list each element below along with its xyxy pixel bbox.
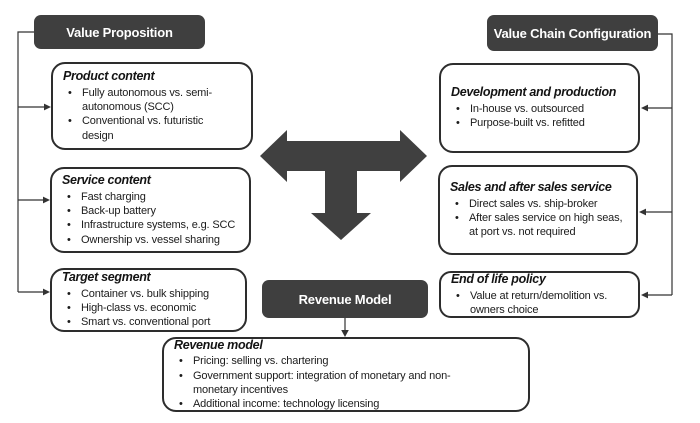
end-of-life-policy-title: End of life policy (451, 271, 546, 286)
revenue-model-title: Revenue model (174, 337, 263, 352)
bullet-item: Conventional vs. futuristic design (63, 114, 243, 143)
bullet-item: Infrastructure systems, e.g. SCC (62, 218, 241, 233)
revenue-model-header: Revenue Model (262, 280, 428, 318)
end-of-life-policy-bullets: Value at return/demolition vs. owners ch… (451, 289, 630, 318)
product-content-bullets: Fully autonomous vs. semi- autonomous (S… (63, 86, 243, 143)
service-content-title: Service content (62, 173, 151, 188)
revenue-model-box: Revenue model Pricing: selling vs. chart… (162, 337, 530, 412)
development-production-title: Development and production (451, 85, 617, 100)
development-production-box: Development and production In-house vs. … (439, 63, 640, 153)
sales-after-sales-box: Sales and after sales service Direct sal… (438, 165, 638, 255)
end-of-life-policy-box: End of life policy Value at return/demol… (439, 271, 640, 318)
right-connector-lines (646, 33, 673, 296)
development-production-bullets: In-house vs. outsourced Purpose-built vs… (451, 102, 630, 131)
bullet-item: Container vs. bulk shipping (62, 287, 237, 302)
bullet-item: Value at return/demolition vs. owners ch… (451, 289, 630, 318)
bullet-item: Fully autonomous vs. semi- autonomous (S… (63, 86, 243, 115)
right-connector-arrowheads (639, 104, 648, 299)
service-content-bullets: Fast charging Back-up battery Infrastruc… (62, 190, 241, 247)
bullet-item: Purpose-built vs. refitted (451, 116, 630, 131)
left-connector-lines (17, 31, 44, 293)
sales-after-sales-bullets: Direct sales vs. ship-broker After sales… (450, 197, 628, 240)
value-proposition-header: Value Proposition (34, 15, 205, 49)
value-chain-configuration-header: Value Chain Configuration (487, 15, 658, 51)
bullet-item: Government support: integration of monet… (174, 369, 520, 398)
target-segment-title: Target segment (62, 270, 151, 285)
target-segment-box: Target segment Container vs. bulk shippi… (50, 268, 247, 332)
value-proposition-header-label: Value Proposition (66, 24, 173, 40)
bullet-item: Back-up battery (62, 204, 241, 219)
bullet-item: Pricing: selling vs. chartering (174, 354, 520, 369)
revenue-model-header-label: Revenue Model (298, 291, 392, 307)
bullet-item: Smart vs. conventional port (62, 315, 237, 330)
bullet-item: After sales service on high seas, at por… (450, 211, 628, 240)
service-content-box: Service content Fast charging Back-up ba… (50, 167, 251, 253)
bullet-item: In-house vs. outsourced (451, 102, 630, 117)
bullet-item: Additional income: technology licensing (174, 397, 520, 412)
sales-after-sales-title: Sales and after sales service (450, 180, 612, 195)
target-segment-bullets: Container vs. bulk shipping High-class v… (62, 287, 237, 330)
product-content-box: Product content Fully autonomous vs. sem… (51, 62, 253, 150)
product-content-title: Product content (63, 69, 155, 84)
left-connector-arrowheads (43, 103, 51, 296)
revenue-model-arrow (341, 318, 349, 337)
three-way-arrow-icon (260, 130, 427, 240)
bullet-item: Fast charging (62, 190, 241, 205)
revenue-model-bullets: Pricing: selling vs. chartering Governme… (174, 354, 520, 411)
bullet-item: Ownership vs. vessel sharing (62, 233, 241, 248)
bullet-item: High-class vs. economic (62, 301, 237, 316)
bullet-item: Direct sales vs. ship-broker (450, 197, 628, 212)
value-chain-configuration-header-label: Value Chain Configuration (493, 25, 652, 41)
